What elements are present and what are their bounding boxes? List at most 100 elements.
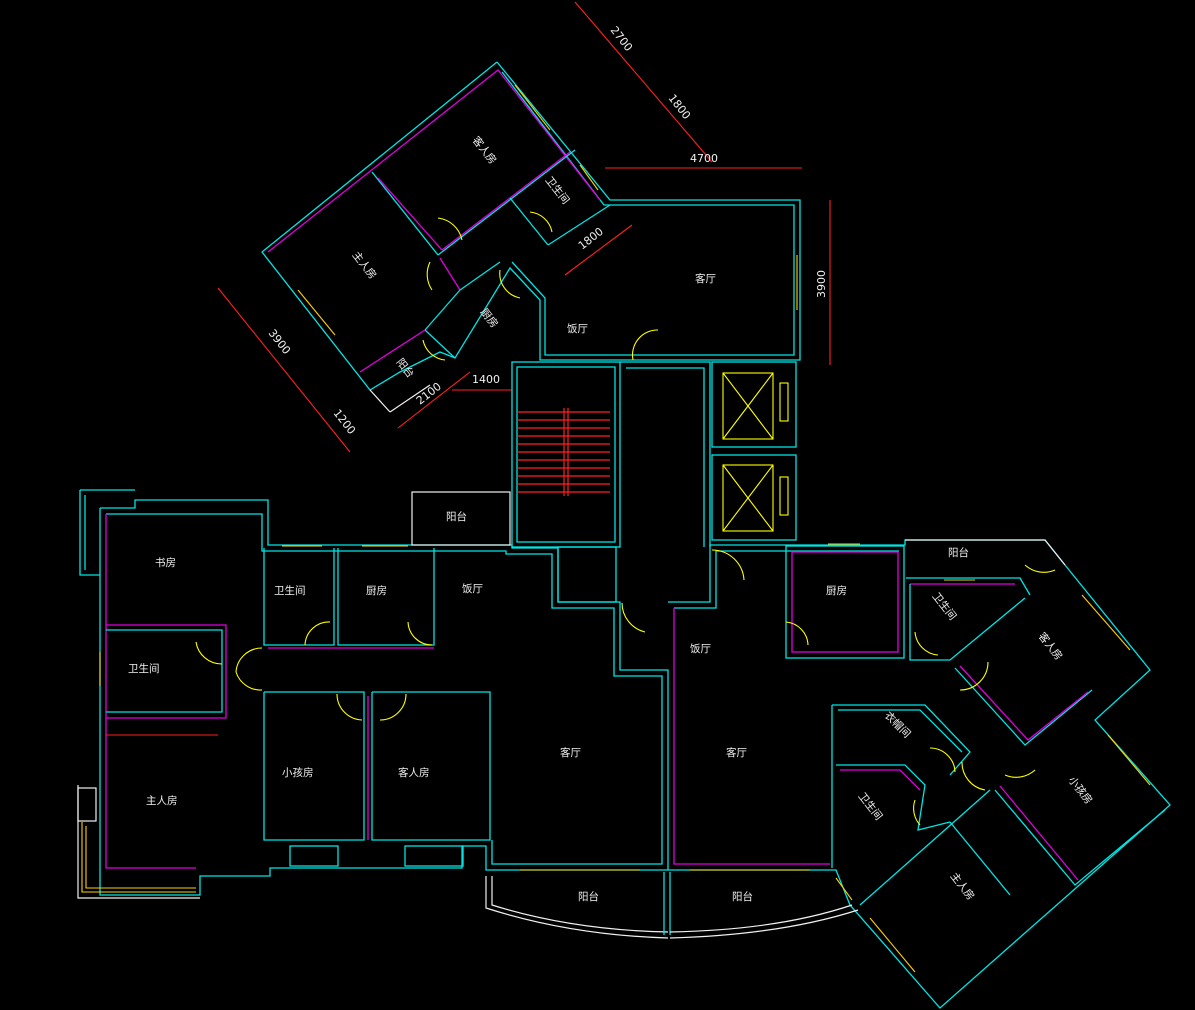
west-balcony-rail — [81, 822, 196, 893]
east-partition — [994, 789, 1166, 886]
north-partition — [547, 204, 611, 246]
east-door[interactable] — [711, 549, 745, 581]
east-window — [835, 877, 853, 901]
east-window — [1081, 594, 1131, 651]
east-door[interactable] — [913, 799, 921, 826]
west-door[interactable] — [407, 621, 433, 646]
room-label: 厨房 — [366, 584, 387, 597]
stair-well — [511, 361, 621, 548]
room-label: 阳台 — [578, 890, 599, 903]
elevator-cross — [722, 372, 774, 440]
stair-treads — [517, 408, 610, 496]
north-door[interactable] — [426, 261, 433, 291]
north-partition — [424, 329, 456, 359]
west-partition — [263, 691, 365, 841]
east-outer-wall — [668, 539, 1171, 1009]
east-door[interactable] — [929, 747, 956, 773]
east-partition — [906, 577, 1031, 596]
east-balcony-curve — [669, 909, 859, 939]
east-balcony-curve — [669, 904, 853, 933]
north-partition — [439, 257, 461, 291]
west-partition — [337, 548, 435, 646]
corridor-wall — [620, 361, 711, 547]
dimension-line — [397, 371, 471, 429]
north-door[interactable] — [529, 211, 553, 233]
room-label: 饭厅 — [462, 583, 483, 595]
east-door[interactable] — [961, 761, 986, 791]
east-door[interactable] — [1024, 564, 1056, 573]
north-door[interactable] — [437, 217, 463, 241]
stair-well-inner — [516, 366, 616, 543]
west-door[interactable] — [235, 647, 263, 673]
east-inner-wall — [673, 608, 830, 865]
building-core — [511, 361, 797, 603]
west-door[interactable] — [235, 671, 263, 691]
east-door[interactable] — [914, 631, 939, 656]
east-window — [869, 917, 916, 973]
east-partition — [959, 665, 1089, 741]
east-door[interactable] — [1004, 769, 1036, 778]
east-partition — [999, 785, 1079, 881]
room-label: 客厅 — [726, 746, 747, 759]
west-door[interactable] — [336, 693, 363, 721]
room-label: 主人房 — [948, 870, 978, 903]
dimension-lines: 2700 1800 4700 3900 1800 3900 1200 2100 … — [217, 1, 831, 453]
dimension-text: 2100 — [414, 380, 444, 407]
west-door[interactable] — [195, 641, 223, 665]
east-door[interactable] — [959, 661, 989, 691]
north-unit: 客人房 卫生间 主人房 厨房 阳台 饭厅 客厅 — [261, 61, 801, 413]
west-door[interactable] — [621, 602, 646, 633]
west-partition — [263, 548, 335, 646]
north-partition — [359, 329, 426, 373]
north-partition — [509, 197, 549, 246]
north-partition — [459, 261, 501, 291]
room-label: 饭厅 — [567, 323, 588, 335]
elevator-counterweight — [779, 382, 789, 422]
north-balcony-rail — [389, 384, 431, 413]
east-partition — [954, 667, 1093, 746]
east-partition — [909, 584, 1026, 661]
east-window — [1107, 734, 1151, 786]
elevator-shaft — [711, 361, 797, 448]
west-outer-wall-inner — [106, 513, 663, 865]
room-label: 厨房 — [478, 306, 501, 331]
west-balcony-rail — [85, 826, 196, 889]
elevator-shaft — [711, 454, 797, 541]
room-label: 阳台 — [732, 890, 753, 903]
room-label: 客人房 — [1036, 630, 1066, 663]
east-unit: 饭厅 客厅 阳台 厨房 阳台 卫生间 客人房 衣帽间 卫生间 小孩房 主人房 — [668, 539, 1171, 1009]
elevator-cross — [722, 464, 774, 532]
north-partition — [377, 177, 443, 251]
dimension-line — [217, 287, 351, 453]
east-door[interactable] — [785, 621, 809, 646]
room-label: 厨房 — [826, 584, 847, 597]
north-door[interactable] — [422, 339, 446, 361]
east-partition — [840, 769, 921, 791]
west-closet — [289, 845, 339, 867]
elevator-car — [722, 464, 774, 532]
dimension-line — [574, 1, 713, 163]
north-door[interactable] — [499, 269, 521, 299]
west-door[interactable] — [304, 621, 331, 646]
west-balcony-top — [411, 491, 511, 546]
dimension-line — [564, 224, 633, 276]
west-door[interactable] — [379, 693, 407, 721]
west-partition — [106, 624, 227, 719]
west-balcony-wall — [79, 490, 100, 576]
east-partition — [838, 709, 963, 753]
room-label: 卫生间 — [543, 174, 573, 207]
dimension-text: 3900 — [815, 270, 828, 298]
core-closet — [557, 546, 617, 603]
room-label: 客人房 — [470, 134, 500, 167]
room-label: 主人房 — [350, 249, 380, 282]
east-partition — [859, 789, 991, 906]
north-balcony-rail — [369, 389, 391, 413]
dimension-text: 1400 — [472, 373, 500, 386]
room-label: 衣帽间 — [882, 709, 913, 740]
west-balcony-curve — [491, 876, 669, 933]
room-label: 书房 — [155, 556, 176, 569]
dimension-text: 4700 — [690, 152, 718, 165]
north-partition — [371, 171, 439, 256]
west-outer-wall — [99, 499, 669, 896]
north-door[interactable] — [631, 329, 659, 361]
